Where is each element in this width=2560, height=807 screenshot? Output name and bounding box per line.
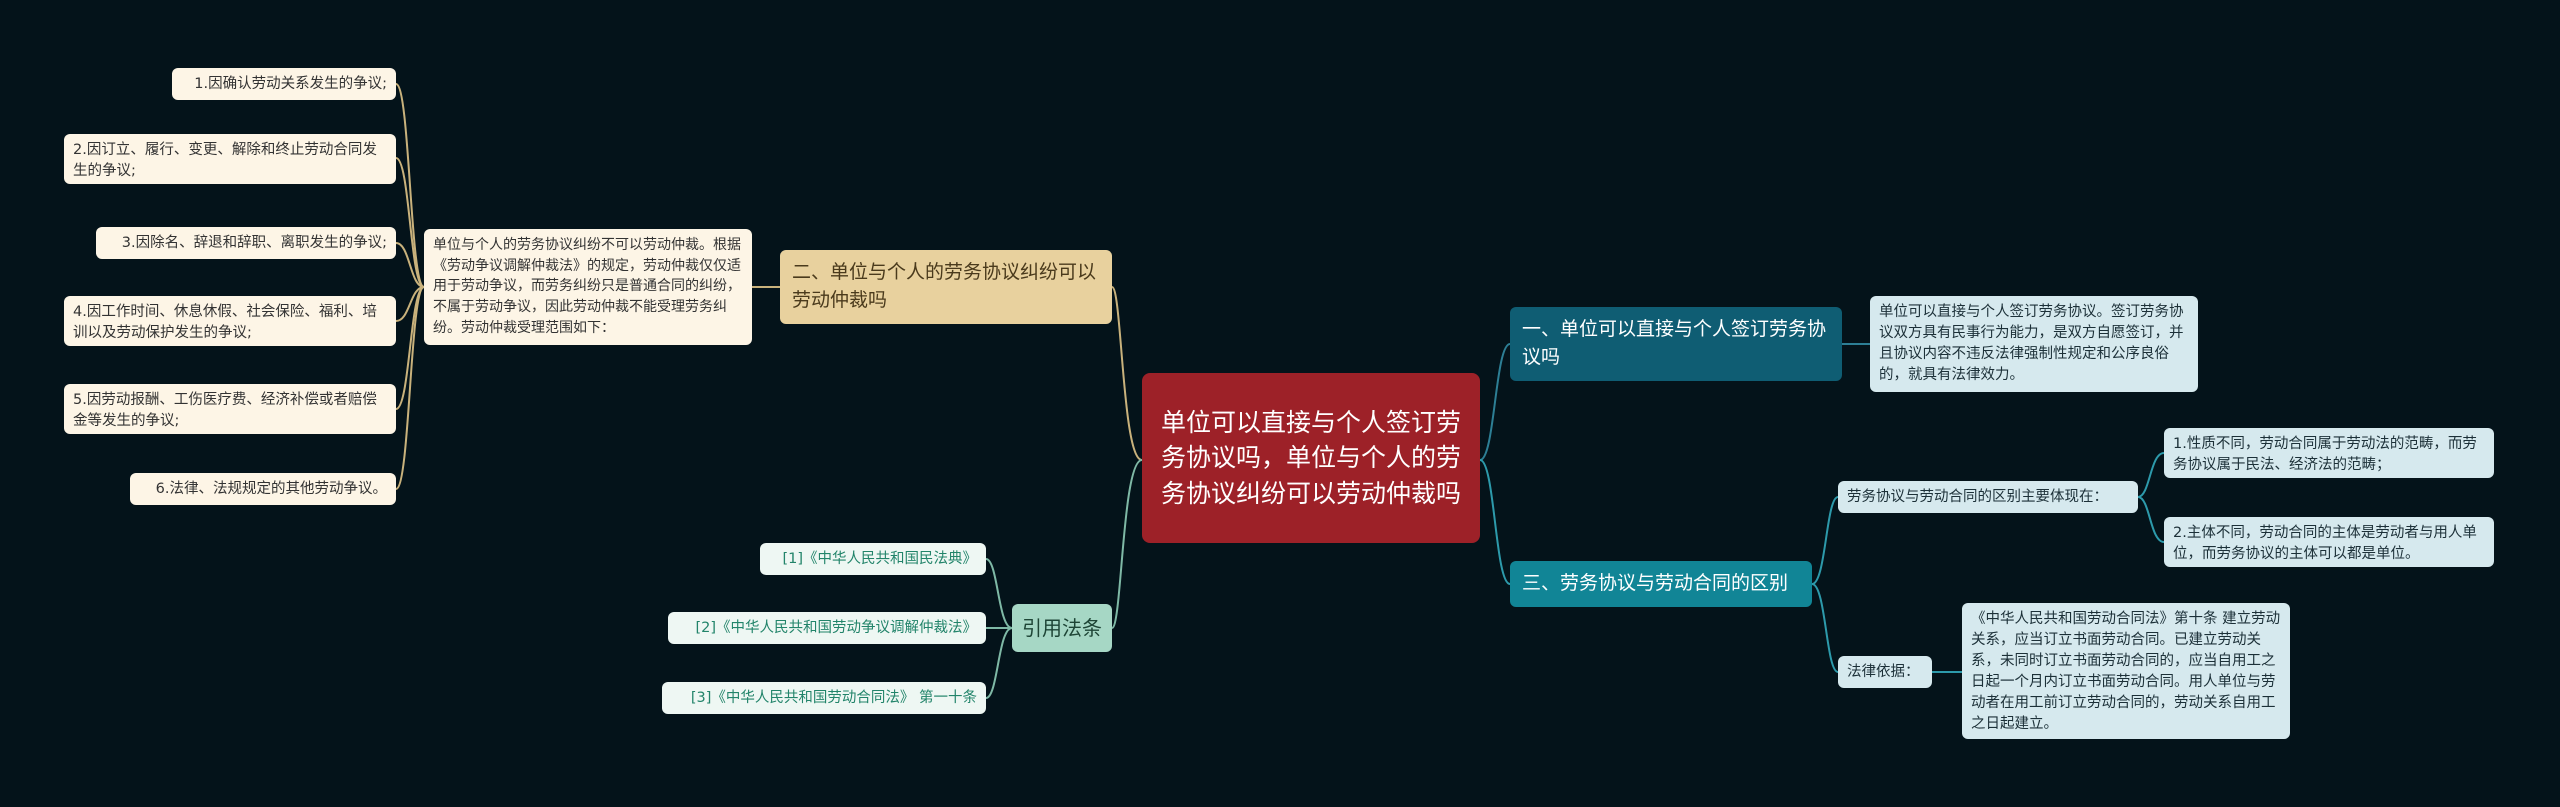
cited-law-1-text: [1]《中华人民共和国民法典》: [782, 550, 977, 567]
branch-direct-agreement[interactable]: 一、单位可以直接与个人签订劳务协议吗: [1510, 307, 1842, 381]
cited-law-3-text: [3]《中华人民共和国劳动合同法》 第一十条: [690, 689, 977, 706]
cited-law-3[interactable]: [3]《中华人民共和国劳动合同法》 第一十条: [662, 682, 986, 714]
arbitration-scope-item-1[interactable]: 1.因确认劳动关系发生的争议;: [172, 68, 396, 100]
direct-agreement-detail-text: 单位可以直接与个人签订劳务协议。签订劳务协议双方具有民事行为能力，是双方自愿签订…: [1879, 304, 2184, 384]
difference-item-1-text: 1.性质不同，劳动合同属于劳动法的范畴，而劳务协议属于民法、经济法的范畴；: [2173, 436, 2477, 474]
direct-agreement-detail[interactable]: 单位可以直接与个人签订劳务协议。签订劳务协议双方具有民事行为能力，是双方自愿签订…: [1870, 296, 2198, 392]
arbitration-scope-item-6-text: 6.法律、法规规定的其他劳动争议。: [155, 480, 387, 497]
root-topic[interactable]: 单位可以直接与个人签订劳务协议吗，单位与个人的劳务协议纠纷可以劳动仲裁吗: [1142, 373, 1480, 543]
arbitration-scope-item-6[interactable]: 6.法律、法规规定的其他劳动争议。: [130, 473, 396, 505]
arbitration-scope-item-5[interactable]: 5.因劳动报酬、工伤医疗费、经济补偿或者赔偿金等发生的争议;: [64, 384, 396, 434]
branch-direct-agreement-title: 一、单位可以直接与个人签订劳务协议吗: [1522, 318, 1827, 368]
legal-basis-text[interactable]: 《中华人民共和国劳动合同法》第十条 建立劳动关系，应当订立书面劳动合同。已建立劳…: [1962, 603, 2290, 739]
branch-labor-arbitration[interactable]: 二、单位与个人的劳务协议纠纷可以劳动仲裁吗: [780, 250, 1112, 324]
arbitration-scope-item-5-text: 5.因劳动报酬、工伤医疗费、经济补偿或者赔偿金等发生的争议;: [73, 392, 377, 430]
difference-item-1[interactable]: 1.性质不同，劳动合同属于劳动法的范畴，而劳务协议属于民法、经济法的范畴；: [2164, 428, 2494, 478]
branch-labor-arbitration-title: 二、单位与个人的劳务协议纠纷可以劳动仲裁吗: [792, 261, 1097, 311]
arbitration-scope-item-2[interactable]: 2.因订立、履行、变更、解除和终止劳动合同发生的争议;: [64, 134, 396, 184]
arbitration-scope-item-4[interactable]: 4.因工作时间、休息休假、社会保险、福利、培训以及劳动保护发生的争议;: [64, 296, 396, 346]
cited-law-2[interactable]: [2]《中华人民共和国劳动争议调解仲裁法》: [668, 612, 986, 644]
legal-basis-label-text: 法律依据：: [1847, 663, 1920, 680]
labor-arbitration-detail-text: 单位与个人的劳务协议纠纷不可以劳动仲裁。根据《劳动争议调解仲裁法》的规定，劳动仲…: [433, 237, 741, 336]
cited-law-2-text: [2]《中华人民共和国劳动争议调解仲裁法》: [695, 619, 977, 636]
difference-label[interactable]: 劳务协议与劳动合同的区别主要体现在：: [1838, 481, 2138, 513]
cited-law-1[interactable]: [1]《中华人民共和国民法典》: [760, 543, 986, 575]
root-title: 单位可以直接与个人签订劳务协议吗，单位与个人的劳务协议纠纷可以劳动仲裁吗: [1160, 407, 1461, 508]
difference-item-2-text: 2.主体不同，劳动合同的主体是劳动者与用人单位，而劳务协议的主体可以都是单位。: [2173, 525, 2477, 563]
legal-basis-text-content: 《中华人民共和国劳动合同法》第十条 建立劳动关系，应当订立书面劳动合同。已建立劳…: [1971, 611, 2281, 733]
branch-contract-difference-title: 三、劳务协议与劳动合同的区别: [1522, 572, 1789, 595]
arbitration-scope-item-3[interactable]: 3.因除名、辞退和辞职、离职发生的争议;: [96, 227, 396, 259]
legal-basis-label[interactable]: 法律依据：: [1838, 656, 1932, 688]
difference-item-2[interactable]: 2.主体不同，劳动合同的主体是劳动者与用人单位，而劳务协议的主体可以都是单位。: [2164, 517, 2494, 567]
branch-cited-laws[interactable]: 引用法条: [1012, 604, 1112, 652]
branch-cited-laws-title: 引用法条: [1022, 615, 1102, 640]
difference-label-text: 劳务协议与劳动合同的区别主要体现在：: [1847, 488, 2108, 505]
arbitration-scope-item-2-text: 2.因订立、履行、变更、解除和终止劳动合同发生的争议;: [73, 142, 377, 180]
arbitration-scope-item-4-text: 4.因工作时间、休息休假、社会保险、福利、培训以及劳动保护发生的争议;: [73, 304, 377, 342]
labor-arbitration-detail[interactable]: 单位与个人的劳务协议纠纷不可以劳动仲裁。根据《劳动争议调解仲裁法》的规定，劳动仲…: [424, 229, 752, 345]
branch-contract-difference[interactable]: 三、劳务协议与劳动合同的区别: [1510, 561, 1812, 607]
arbitration-scope-item-1-text: 1.因确认劳动关系发生的争议;: [194, 75, 387, 92]
arbitration-scope-item-3-text: 3.因除名、辞退和辞职、离职发生的争议;: [121, 234, 387, 251]
